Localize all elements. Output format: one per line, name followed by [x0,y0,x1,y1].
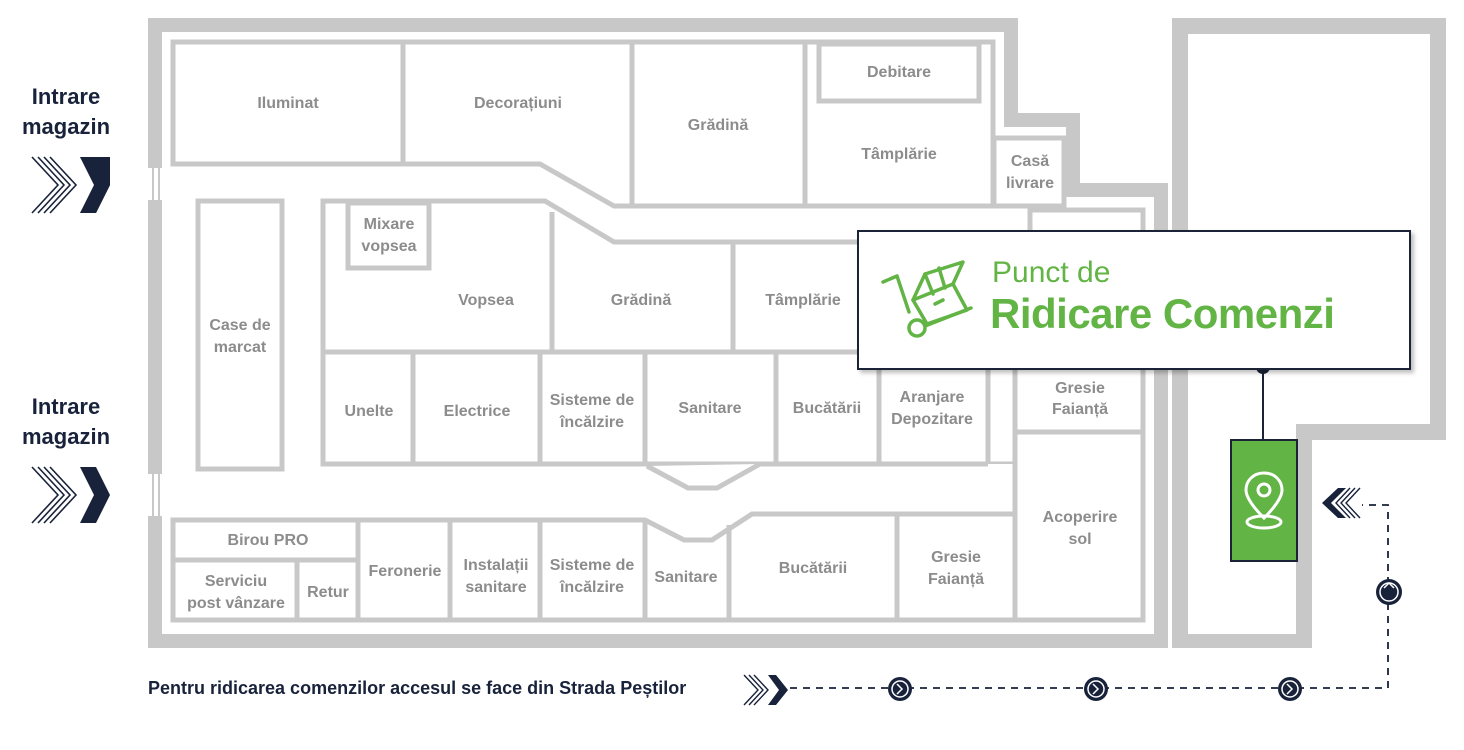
pickup-title-line2: Ridicare Comenzi [990,290,1335,337]
route-sign-icon [1376,579,1402,605]
label-gresie-mid-2: Faianță [1052,401,1108,418]
label-serviciu-1: Serviciu [205,573,267,590]
label-instalatii-1: Instalații [464,557,529,574]
label-sisteme-bot-2: încălzire [559,579,624,596]
label-gresie-bot-2: Faianță [928,571,984,588]
label-bucatarii-bot: Bucătării [779,560,847,577]
route-sign-icon [1278,677,1302,701]
label-sanitare-mid: Sanitare [678,400,741,417]
footer-arrows-icon [743,674,788,706]
label-bucatarii-mid: Bucătării [793,400,861,417]
room-mixare-vopsea [345,200,432,271]
entrance-label-line2: magazin [21,114,111,139]
label-aranjare-2: Depozitare [891,411,973,428]
room-case-de-marcat [195,198,285,472]
label-mixare-2: vopsea [361,238,416,255]
label-instalatii-2: sanitare [465,579,526,596]
label-acoperire-1: Acoperire [1043,509,1118,526]
room-acoperire-sol [1012,429,1146,623]
label-sisteme-bot-1: Sisteme de [550,557,635,574]
label-case-marcat-1: Case de [209,317,270,334]
route-arrow-left-icon [1322,487,1361,519]
zone-bottom [170,511,1018,623]
pickup-point-marker [1230,439,1298,562]
label-acoperire-2: sol [1068,531,1091,548]
location-pin-icon [1244,471,1284,530]
label-case-marcat-2: marcat [214,339,267,356]
label-gresie-bot-1: Gresie [931,549,981,566]
entrance-label-line2: magazin [21,424,111,449]
label-gradina-mid: Grădină [611,292,672,309]
label-debitare: Debitare [867,64,931,81]
label-casa-livrare-1: Casă [1011,153,1049,170]
zone-top-left [170,39,996,209]
label-mixare-1: Mixare [364,216,415,233]
label-decoratiuni: Decorațiuni [474,95,562,112]
label-birou-pro: Birou PRO [228,532,309,549]
footer-access-note: Pentru ridicarea comenzilor accesul se f… [148,678,687,698]
entrance-door-bottom [148,474,164,516]
entrance-label-line1: Intrare [31,84,101,109]
label-sanitare-bot: Sanitare [654,569,717,586]
label-gresie-mid-1: Gresie [1055,380,1105,397]
label-iluminat: Iluminat [257,95,319,112]
label-vopsea: Vopsea [458,292,514,309]
room-debitare [816,41,982,104]
label-feronerie: Feronerie [369,563,442,580]
label-unelte: Unelte [345,403,394,420]
label-tamplarie-mid: Tâmplărie [765,292,841,309]
entrance-arrows-icon [31,466,110,524]
hand-truck-box-icon [881,260,973,338]
pickup-area-wall [1172,18,1446,648]
pickup-title-line1: Punct de [992,256,1111,289]
label-sisteme-mid-2: încălzire [559,414,624,431]
label-casa-livrare-2: livrare [1006,175,1054,192]
pickup-callout [857,230,1411,370]
label-retur: Retur [307,584,349,601]
label-gradina-top: Grădină [688,117,749,134]
route-sign-icon [888,677,912,701]
route-sign-icon [1084,677,1108,701]
entrance-label-top: Intrare magazin [18,82,114,142]
label-serviciu-2: post vânzare [187,595,285,612]
entrance-label-line1: Intrare [31,394,101,419]
entrance-arrows-icon [31,156,110,214]
entrance-label-bottom: Intrare magazin [18,392,114,452]
label-aranjare-1: Aranjare [900,389,965,406]
room-casa-livrare [991,135,1067,209]
entrance-door-top [148,168,164,200]
label-sisteme-mid-1: Sisteme de [550,392,635,409]
label-tamplarie-top: Tâmplărie [861,146,937,163]
label-electrice: Electrice [444,403,511,420]
